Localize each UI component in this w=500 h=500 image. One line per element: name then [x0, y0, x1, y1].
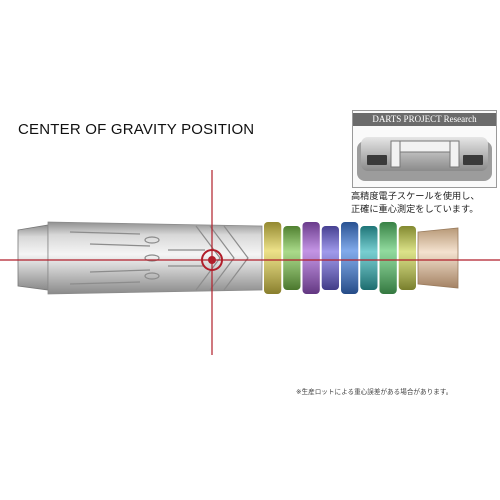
barrel-tip-end — [417, 227, 459, 289]
rainbow-ring-group — [264, 222, 416, 294]
rainbow-ring-shade — [360, 226, 378, 290]
rainbow-ring-shade — [302, 222, 320, 294]
description-line-1: 高精度電子スケールを使用し、 — [351, 191, 480, 202]
rainbow-ring-shade — [283, 226, 301, 290]
research-label: DARTS PROJECT Research — [353, 113, 496, 126]
rainbow-ring-shade — [341, 222, 359, 294]
rainbow-ring-shade — [264, 222, 282, 294]
barrel-silver-body — [47, 221, 263, 295]
digital-scale-icon — [357, 137, 492, 181]
barrel-engraving — [69, 225, 249, 291]
japanese-description: 高精度電子スケールを使用し、 正確に重心測定をしています。 — [351, 190, 480, 216]
page-title: CENTER OF GRAVITY POSITION — [18, 121, 255, 138]
description-line-2: 正確に重心測定をしています。 — [351, 204, 479, 215]
research-panel: DARTS PROJECT Research — [352, 110, 497, 188]
footnote: ※生産ロットによる重心誤差がある場合があります。 — [296, 388, 453, 396]
rainbow-ring-shade — [321, 226, 339, 290]
barrel-rear-end — [17, 224, 49, 291]
dart-barrel-illustration — [0, 170, 500, 355]
rainbow-ring-shade — [379, 222, 397, 294]
crosshair-target-icon — [0, 170, 500, 355]
rainbow-ring-shade — [398, 226, 416, 290]
